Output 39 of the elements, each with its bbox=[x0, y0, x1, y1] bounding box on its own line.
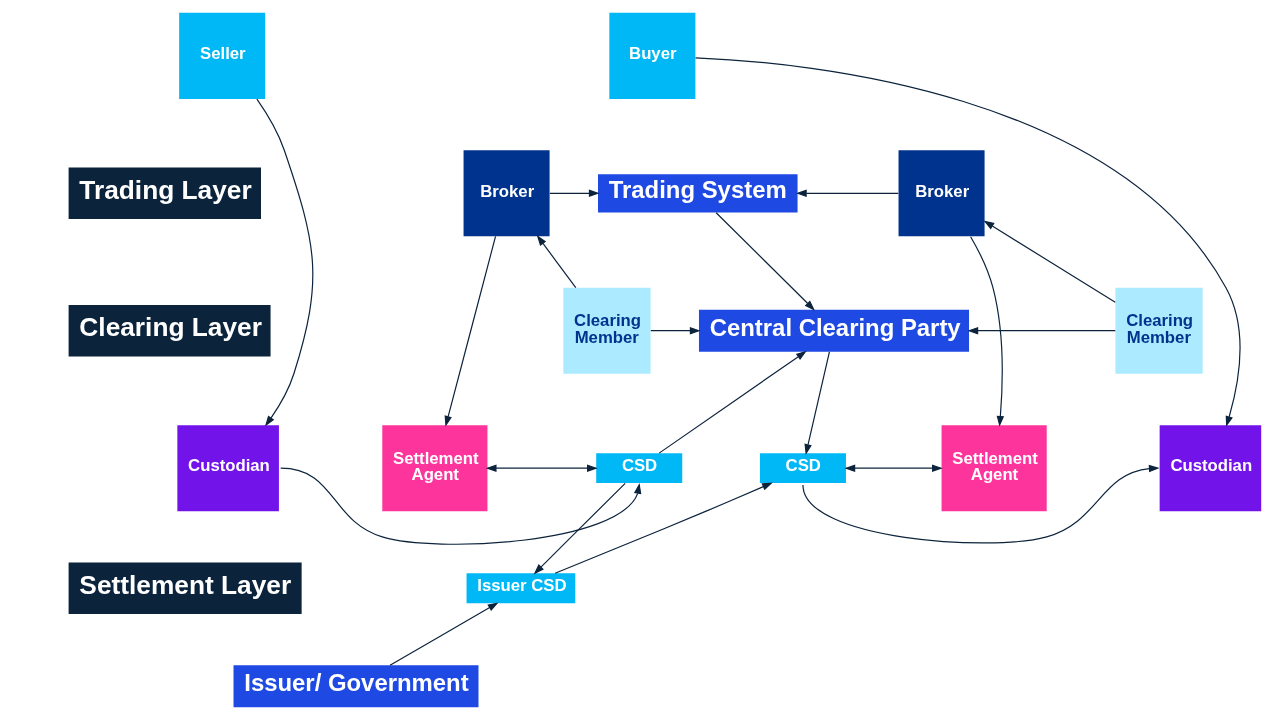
arrow bbox=[536, 235, 576, 289]
arrow bbox=[969, 236, 1004, 427]
node-box: Clearing Layer bbox=[68, 305, 271, 357]
arrow bbox=[694, 57, 1240, 427]
node-box: Custodian bbox=[176, 425, 279, 512]
node-box: Seller bbox=[178, 12, 265, 99]
arrow bbox=[444, 235, 496, 427]
arrow bbox=[485, 464, 598, 472]
node-box: Custodian bbox=[1159, 425, 1261, 512]
arrow bbox=[843, 464, 943, 472]
arrow bbox=[966, 326, 1116, 335]
node-box: Issuer/ Government bbox=[233, 665, 478, 708]
arrow bbox=[548, 189, 600, 198]
arrow bbox=[801, 464, 1160, 544]
node-box: Broker bbox=[463, 150, 550, 237]
arrow bbox=[533, 482, 626, 575]
arrow bbox=[658, 350, 807, 454]
arrow bbox=[388, 602, 498, 666]
arrow bbox=[983, 220, 1116, 303]
arrow bbox=[715, 212, 815, 311]
node-box: Clearing Member bbox=[1114, 287, 1203, 374]
node-box: Settlement Agent bbox=[381, 425, 487, 512]
node-box: Issuer CSD bbox=[466, 573, 575, 604]
node-box: Central Clearing Party bbox=[698, 309, 969, 352]
node-box: Broker bbox=[898, 150, 985, 237]
arrow bbox=[554, 482, 773, 574]
arrow bbox=[649, 326, 701, 335]
node-box: Settlement Layer bbox=[68, 562, 302, 614]
node-box: CSD bbox=[759, 453, 846, 484]
arrow bbox=[803, 351, 830, 455]
arrow bbox=[795, 189, 899, 198]
node-box: Trading System bbox=[597, 174, 798, 213]
node-box: Settlement Agent bbox=[941, 425, 1047, 512]
arrow bbox=[255, 98, 313, 427]
node-box: Buyer bbox=[608, 12, 695, 99]
node-box: CSD bbox=[595, 453, 682, 484]
node-box: Trading Layer bbox=[68, 167, 261, 219]
node-box: Clearing Member bbox=[562, 287, 651, 374]
arrow bbox=[279, 467, 641, 545]
